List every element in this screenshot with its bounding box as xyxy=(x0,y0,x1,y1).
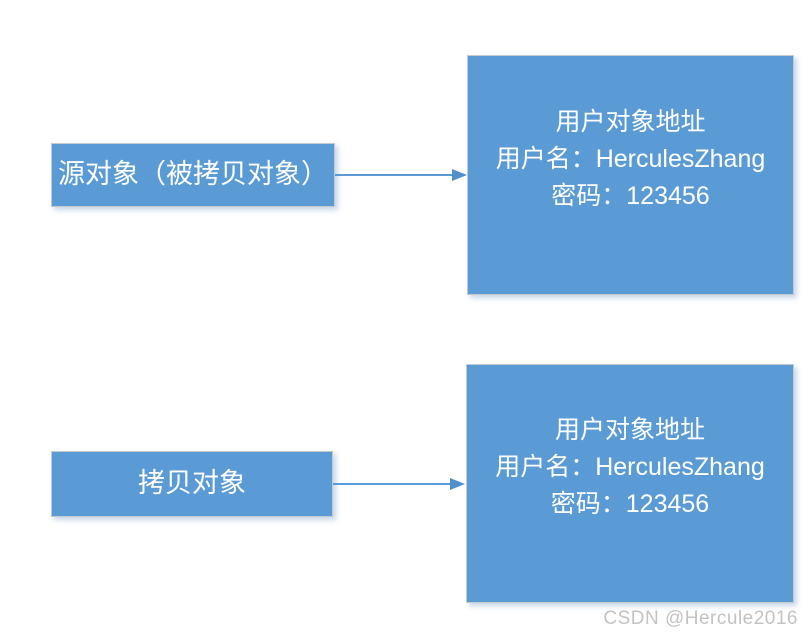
target-line-password: 密码：123456 xyxy=(551,181,710,210)
arrow-source-to-target-1 xyxy=(335,169,467,181)
arrow-head-icon xyxy=(452,169,467,181)
source-object-node: 源对象（被拷贝对象） xyxy=(51,143,335,207)
target-line-username: 用户名：HerculesZhang xyxy=(495,144,766,173)
arrow-source-to-target-2 xyxy=(333,478,465,490)
source-object-label: 源对象（被拷贝对象） xyxy=(58,158,328,189)
target-line-address: 用户对象地址 xyxy=(555,107,706,136)
target-object-node-1: 用户对象地址 用户名：HerculesZhang 密码：123456 xyxy=(467,55,794,295)
copy-object-label: 拷贝对象 xyxy=(138,467,246,498)
target-line-password: 密码：123456 xyxy=(550,490,710,518)
target-object-node-2: 用户对象地址 用户名：HerculesZhang 密码：123456 xyxy=(466,364,794,603)
target-line-address: 用户对象地址 xyxy=(554,416,705,444)
target-line-username: 用户名：HerculesZhang xyxy=(495,453,765,481)
copy-object-node: 拷贝对象 xyxy=(51,451,333,517)
watermark: CSDN @Hercule2016 xyxy=(603,608,798,629)
arrow-head-icon xyxy=(450,478,465,490)
